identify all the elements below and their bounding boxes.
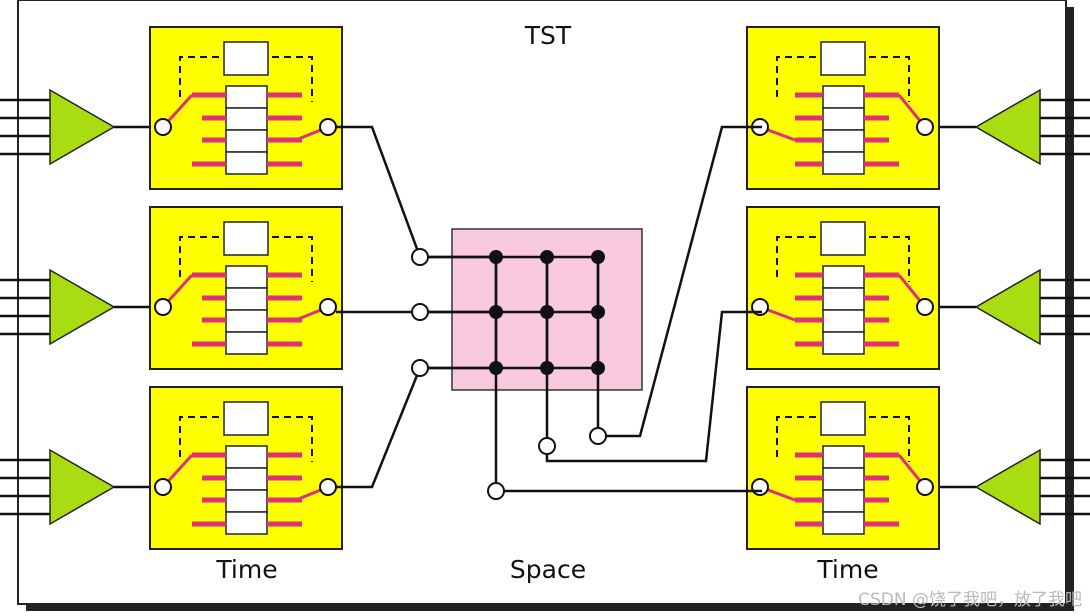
label-space: Space	[510, 555, 586, 584]
multiplexer-triangle	[49, 88, 116, 166]
right-time-switch-3	[746, 386, 1090, 550]
right-time-switch-2	[746, 206, 1090, 370]
control-unit-box	[223, 221, 269, 256]
buffer-cell	[822, 467, 865, 491]
left-time-switch-1	[0, 26, 343, 190]
control-unit-box	[223, 41, 269, 76]
crossbar-output-terminal	[487, 482, 505, 500]
crosspoint-dot	[540, 250, 554, 264]
buffer-cell	[225, 151, 268, 175]
buffer-cell	[822, 107, 865, 131]
control-unit-box	[223, 401, 269, 436]
control-dashed-outline	[179, 416, 313, 462]
output-terminal	[916, 118, 934, 136]
buffer-cell	[822, 287, 865, 311]
buffer-cell	[225, 265, 268, 289]
crosspoint-dot	[489, 250, 503, 264]
wire-col2-to-right2	[545, 257, 762, 463]
crosspoint-dot	[591, 361, 605, 375]
left-time-switch-2	[0, 206, 343, 370]
diagram-title: TST	[524, 21, 572, 50]
buffer-cell	[822, 85, 865, 109]
crossbar-input-terminal	[411, 248, 429, 266]
output-terminal	[916, 298, 934, 316]
buffer-cell	[822, 265, 865, 289]
buffer-cell	[225, 511, 268, 535]
buffer-cell	[225, 129, 268, 153]
buffer-cell	[225, 489, 268, 513]
space-crossbar	[411, 248, 607, 500]
input-terminal	[154, 478, 172, 496]
crosspoint-dot	[591, 305, 605, 319]
crossbar-input-terminal	[411, 303, 429, 321]
label-time-right: Time	[816, 555, 878, 584]
buffer-cell	[822, 489, 865, 513]
output-terminal	[916, 478, 934, 496]
watermark: CSDN @饶了我吧，放了我吧	[858, 590, 1082, 610]
crosspoint-dot	[540, 361, 554, 375]
buffer-cell	[822, 129, 865, 153]
demultiplexer-triangle	[974, 88, 1041, 166]
buffer-cell	[225, 467, 268, 491]
control-unit-box	[820, 401, 866, 436]
right-time-stage-group	[746, 26, 1090, 550]
multiplexer-triangle	[49, 268, 116, 346]
output-terminal	[319, 478, 337, 496]
buffer-cell	[822, 309, 865, 333]
demultiplexer-triangle	[974, 448, 1041, 526]
output-terminal	[319, 298, 337, 316]
buffer-cell	[225, 331, 268, 355]
buffer-cell	[225, 107, 268, 131]
crosspoint-dot	[489, 305, 503, 319]
right-time-switch-1	[746, 26, 1090, 190]
buffer-cell	[225, 309, 268, 333]
crossbar-output-terminal	[538, 437, 556, 455]
control-unit-box	[820, 41, 866, 76]
input-terminal	[751, 478, 769, 496]
crossbar-output-terminal	[589, 427, 607, 445]
crosspoint-dot	[540, 305, 554, 319]
buffer-cell	[822, 151, 865, 175]
demultiplexer-triangle	[974, 268, 1041, 346]
multiplexer-triangle	[49, 448, 116, 526]
output-terminal	[319, 118, 337, 136]
buffer-cell	[225, 85, 268, 109]
left-time-switch-3	[0, 386, 343, 550]
control-dashed-outline	[776, 56, 910, 102]
control-dashed-outline	[776, 236, 910, 282]
buffer-cell	[822, 331, 865, 355]
input-terminal	[154, 298, 172, 316]
label-time-left: Time	[215, 555, 277, 584]
crosspoint-dot	[591, 250, 605, 264]
crosspoint-dot	[489, 361, 503, 375]
buffer-cell	[225, 445, 268, 469]
crossbar-input-terminal	[411, 359, 429, 377]
control-dashed-outline	[776, 416, 910, 462]
wire-col3-to-right1	[596, 125, 762, 438]
buffer-cell	[225, 287, 268, 311]
buffer-cell	[822, 445, 865, 469]
control-dashed-outline	[179, 236, 313, 282]
left-time-stage-group	[0, 26, 343, 550]
control-dashed-outline	[179, 56, 313, 102]
control-unit-box	[820, 221, 866, 256]
input-terminal	[154, 118, 172, 136]
buffer-cell	[822, 511, 865, 535]
